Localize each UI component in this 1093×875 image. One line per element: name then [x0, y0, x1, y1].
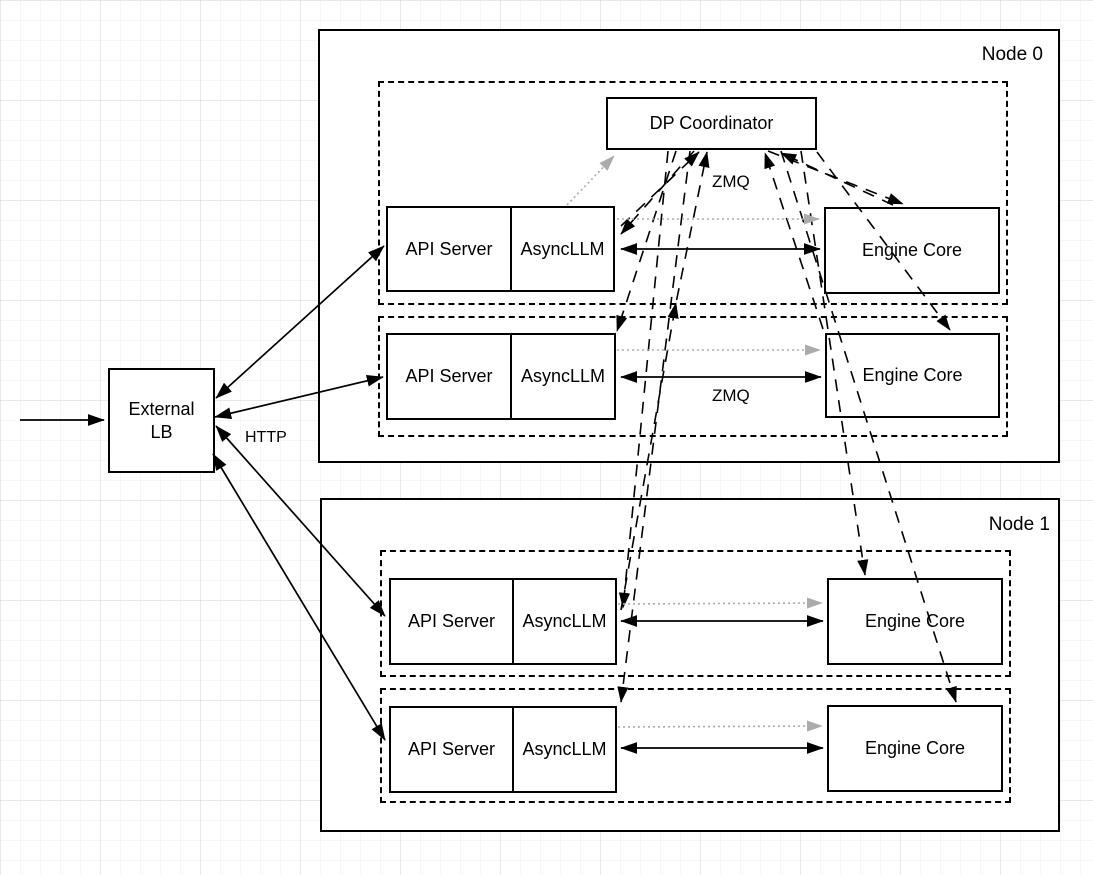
engine-core-label: Engine Core — [861, 240, 963, 261]
dp-coordinator-box: DP Coordinator — [606, 97, 817, 150]
api-server-cell: API Server — [391, 708, 514, 791]
node0-replica0-engine-core-box: Engine Core — [824, 207, 1000, 294]
zmq-engine-label: ZMQ — [712, 386, 750, 405]
asyncllm-cell: AsyncLLM — [522, 739, 607, 759]
api-server-cell: API Server — [388, 335, 512, 418]
asyncllm-cell: AsyncLLM — [520, 366, 606, 386]
node1-replica1-group — [380, 688, 1011, 803]
node1-label: Node 1 — [988, 514, 1050, 535]
node0-replica1-api-async-box: API Server AsyncLLM — [386, 333, 616, 420]
http-label: HTTP — [245, 429, 287, 446]
node1-replica1-engine-core-box: Engine Core — [827, 705, 1003, 792]
asyncllm-cell: AsyncLLM — [522, 611, 607, 631]
external-lb-label-line1: External — [128, 399, 195, 419]
engine-core-label: Engine Core — [862, 365, 963, 386]
api-server-cell: API Server — [388, 208, 512, 290]
external-lb-box: External LB — [108, 368, 215, 473]
node0-replica1-engine-core-box: Engine Core — [825, 333, 1000, 418]
zmq-coordinator-label: ZMQ — [712, 172, 750, 191]
external-lb-label-line2: LB — [150, 421, 173, 442]
asyncllm-cell: AsyncLLM — [520, 238, 605, 259]
dp-coordinator-label: DP Coordinator — [649, 113, 774, 134]
engine-core-label: Engine Core — [864, 738, 966, 759]
node0-replica0-api-async-box: API Server AsyncLLM — [386, 206, 615, 292]
node1-replica0-engine-core-box: Engine Core — [827, 578, 1003, 665]
node0-label: Node 0 — [981, 44, 1043, 65]
api-server-cell: API Server — [391, 580, 514, 663]
node1-replica1-api-async-box: API Server AsyncLLM — [389, 706, 617, 793]
engine-core-label: Engine Core — [864, 611, 966, 632]
node1-replica0-api-async-box: API Server AsyncLLM — [389, 578, 617, 665]
